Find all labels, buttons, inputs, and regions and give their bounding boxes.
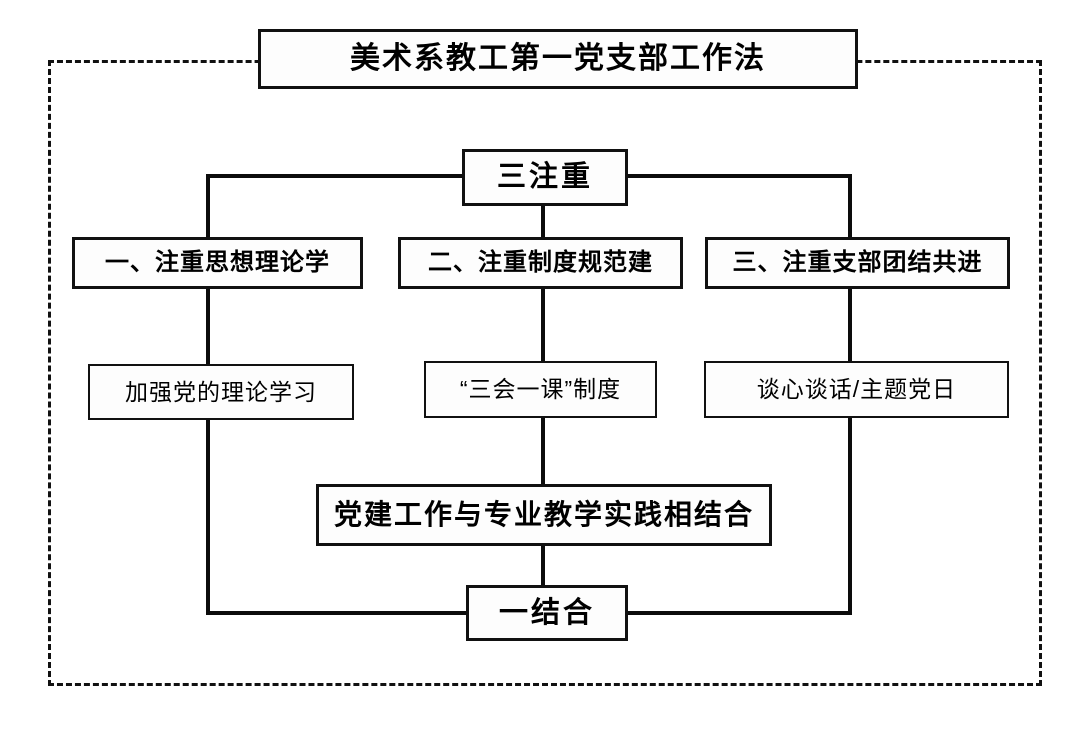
connector-hub-to-pillar-3: [848, 174, 852, 239]
pillar-label-1: 一、注重思想理论学: [105, 249, 330, 276]
connector-hub-spine-right: [627, 174, 852, 178]
connector-hub-to-pillar-2: [541, 205, 545, 239]
diagram-title-text: 美术系教工第一党支部工作法: [350, 42, 766, 75]
hub-top-box[interactable]: 三注重: [462, 149, 628, 206]
hub-bottom-label: 一结合: [498, 596, 595, 629]
practice-label-1: 加强党的理论学习: [125, 378, 317, 405]
integration-box[interactable]: 党建工作与专业教学实践相结合: [316, 484, 772, 546]
pillar-box-3[interactable]: 三、注重支部团结共进: [705, 237, 1010, 289]
connector-pillar-3-to-practice-3: [848, 288, 852, 364]
pillar-label-2: 二、注重制度规范建: [428, 249, 653, 276]
practice-label-2: “三会一课”制度: [459, 376, 622, 402]
practice-box-3[interactable]: 谈心谈话/主题党日: [704, 361, 1009, 418]
hub-top-label: 三注重: [496, 161, 593, 193]
diagram-title-box: 美术系教工第一党支部工作法: [258, 29, 858, 89]
pillar-box-2[interactable]: 二、注重制度规范建: [398, 237, 683, 289]
hub-bottom-box[interactable]: 一结合: [466, 585, 628, 641]
connector-pillar-1-to-practice-1: [206, 288, 210, 364]
connector-left-rail-horizontal: [206, 611, 468, 615]
connector-integration-to-hub-bottom: [541, 546, 545, 586]
connector-right-rail-vertical: [848, 418, 852, 615]
connector-practice-2-to-integration: [541, 418, 545, 484]
connector-left-rail-vertical: [206, 364, 210, 615]
pillar-box-1[interactable]: 一、注重思想理论学: [72, 237, 363, 289]
connector-right-rail-horizontal: [628, 611, 852, 615]
practice-label-3: 谈心谈话/主题党日: [756, 376, 957, 402]
practice-box-2[interactable]: “三会一课”制度: [424, 361, 657, 418]
connector-hub-spine-left: [206, 174, 462, 178]
connector-pillar-2-to-practice-2: [541, 288, 545, 364]
practice-box-1[interactable]: 加强党的理论学习: [88, 364, 354, 420]
integration-label: 党建工作与专业教学实践相结合: [333, 499, 754, 530]
pillar-label-3: 三、注重支部团结共进: [732, 249, 983, 276]
connector-hub-to-pillar-1: [206, 174, 210, 239]
